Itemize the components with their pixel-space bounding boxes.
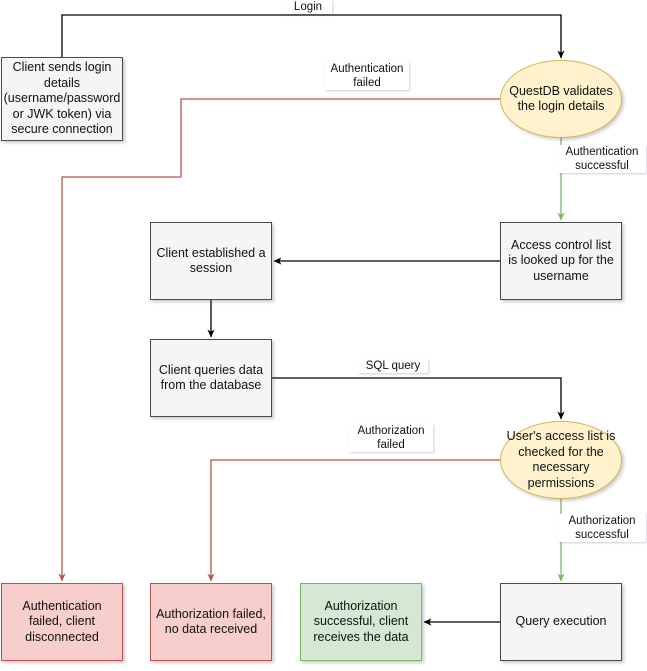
node-label: QuestDB validates the login details: [509, 83, 613, 114]
edge-label-authentication-failed: Authentication failed: [325, 62, 409, 90]
edge-label-authorization-failed: Authorization failed: [349, 424, 433, 452]
node-authorization-failed[interactable]: Authorization failed, no data received: [150, 583, 272, 661]
edge-authentication-failed: [58, 98, 500, 582]
node-authentication-failed[interactable]: Authentication failed, client disconnect…: [1, 583, 123, 661]
node-label: Access control list is looked up for the…: [508, 237, 614, 283]
edge-label-login: Login: [284, 0, 332, 14]
node-query-execution[interactable]: Query execution: [500, 583, 622, 661]
edge-label-authorization-successful: Authorization successful: [558, 514, 646, 542]
node-access-control-list-lookup[interactable]: Access control list is looked up for the…: [500, 222, 622, 300]
edge-login: [61, 14, 565, 59]
edge-authorization-failed: [207, 459, 500, 582]
node-label: Authorization successful, client receive…: [313, 598, 409, 644]
edge-sql-query: [272, 377, 565, 420]
node-user-access-list-checked[interactable]: User's access list is checked for the ne…: [500, 421, 622, 499]
edge-label-authentication-successful: Authentication successful: [558, 145, 646, 173]
node-client-queries-data[interactable]: Client queries data from the database: [150, 339, 272, 417]
node-label: Query execution: [515, 614, 607, 629]
node-label: User's access list is checked for the ne…: [506, 429, 616, 490]
node-label: Authentication failed, client disconnect…: [22, 598, 102, 644]
node-authorization-successful[interactable]: Authorization successful, client receive…: [300, 583, 422, 661]
node-label: Authorization failed, no data received: [156, 606, 266, 637]
node-label: Client queries data from the database: [158, 362, 264, 393]
node-label: Client sends login details (username/pas…: [3, 60, 121, 137]
node-label: Client established a session: [156, 245, 266, 276]
node-client-sends-login[interactable]: Client sends login details (username/pas…: [1, 57, 123, 141]
edge-label-sql-query: SQL query: [358, 359, 428, 373]
node-questdb-validates[interactable]: QuestDB validates the login details: [500, 60, 622, 138]
node-client-established-session[interactable]: Client established a session: [150, 222, 272, 300]
